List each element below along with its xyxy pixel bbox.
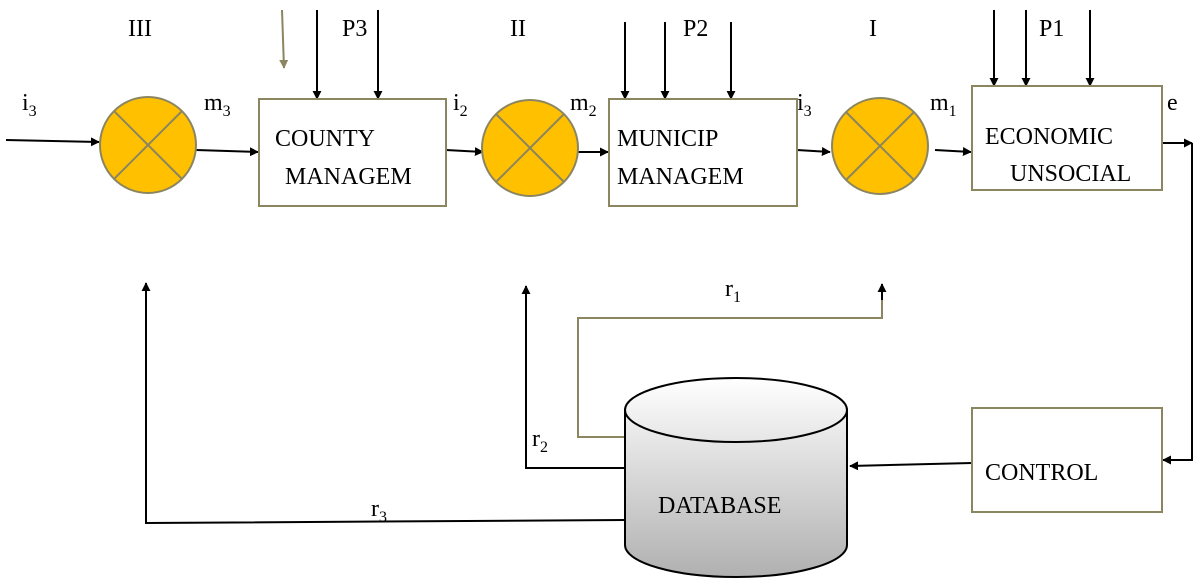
feedback-line-r1 xyxy=(577,300,883,438)
database-cylinder: DATABASE xyxy=(624,377,848,578)
economic-block-line2: UNSOCIAL xyxy=(1010,161,1131,187)
disturbance-label-p3: P3 xyxy=(342,16,367,42)
municip-block-line1: MUNICIP xyxy=(617,126,718,152)
input-arrow xyxy=(5,137,100,147)
arrow-sum1-to-economic xyxy=(934,147,972,157)
county-block-line1: COUNTY xyxy=(275,126,375,152)
output-to-control-line xyxy=(1162,143,1193,465)
arrow-municip-to-sum1 xyxy=(796,147,831,157)
signal-label-r3: r3 xyxy=(371,496,387,526)
signal-label-i3: i3 xyxy=(797,90,812,120)
disturbance-label-p2: P2 xyxy=(683,16,708,42)
signal-label-r1: r1 xyxy=(725,276,741,306)
signal-label-m1: m1 xyxy=(930,90,957,120)
feedback-line-r2 xyxy=(521,285,626,469)
county-management-block: COUNTY MANAGEM xyxy=(258,98,447,207)
summing-junction-ii xyxy=(481,99,579,197)
economic-block-line1: ECONOMIC xyxy=(985,124,1113,150)
signal-label-m2: m2 xyxy=(570,90,597,120)
summing-junction-iii xyxy=(99,96,197,194)
feedback-line-r3 xyxy=(141,282,626,525)
county-block-line2: MANAGEM xyxy=(285,164,412,190)
signal-label-i2: i2 xyxy=(453,90,468,120)
stage-label-iii: III xyxy=(128,16,152,42)
database-label: DATABASE xyxy=(658,493,781,519)
stage-label-ii: II xyxy=(510,16,526,42)
summing-junction-i xyxy=(831,97,929,195)
economic-unsocial-block: ECONOMIC UNSOCIAL xyxy=(971,85,1163,191)
arrow-county-to-sum2 xyxy=(445,147,484,157)
signal-label-input-i3: i3 xyxy=(22,90,37,120)
signal-label-e: e xyxy=(1167,90,1178,116)
control-block: CONTROL xyxy=(971,407,1163,513)
signal-label-r2: r2 xyxy=(532,426,548,456)
municip-block-line2: MANAGEM xyxy=(617,164,744,190)
disturbance-label-p1: P1 xyxy=(1039,16,1064,42)
control-block-label: CONTROL xyxy=(985,460,1098,486)
arrow-control-to-database xyxy=(849,461,973,471)
signal-label-m3: m3 xyxy=(204,90,231,120)
disturbance-arrow-county-1 xyxy=(279,9,289,69)
arrow-sum3-to-county xyxy=(195,147,259,157)
stage-label-i: I xyxy=(869,16,877,42)
municip-management-block: MUNICIP MANAGEM xyxy=(608,98,798,207)
